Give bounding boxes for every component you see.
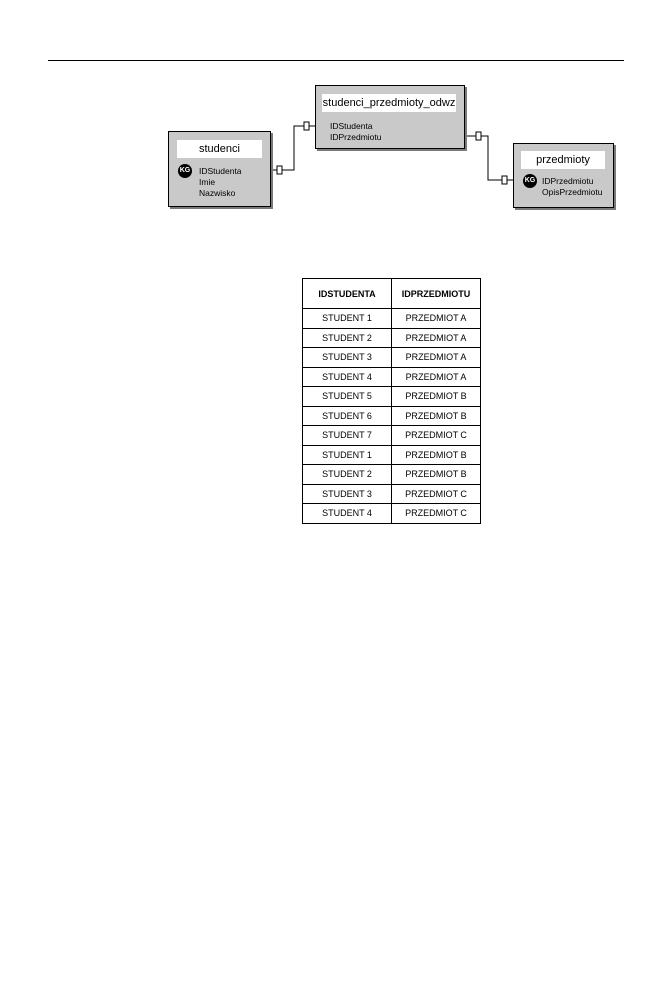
table-cell: PRZEDMIOT B [391,464,481,485]
table-row: STUDENT 2 PRZEDMIOT A [302,327,481,348]
table-cell: PRZEDMIOT C [391,483,481,504]
entity-title: przedmioty [521,151,605,169]
primary-key-icon: KG [523,174,537,188]
table-row: STUDENT 4 PRZEDMIOT C [302,503,481,524]
table-cell: STUDENT 7 [302,425,392,446]
table-row: STUDENT 3 PRZEDMIOT A [302,347,481,368]
enrollment-table: IDSTUDENTA IDPRZEDMIOTU STUDENT 1 PRZEDM… [302,278,481,524]
table-cell: PRZEDMIOT C [391,425,481,446]
table-cell: STUDENT 3 [302,483,392,504]
table-header-row: IDSTUDENTA IDPRZEDMIOTU [302,278,481,309]
table-cell: STUDENT 2 [302,327,392,348]
table-cell: PRZEDMIOT B [391,405,481,426]
connector-marker [475,131,482,141]
entity-title: studenci [177,140,262,158]
entity-studenci-przedmioty-odwz: studenci_przedmioty_odwz IDStudenta IDPr… [315,85,465,149]
connector-marker [276,165,283,175]
entity-title: studenci_przedmioty_odwz [322,94,456,112]
column-header: IDSTUDENTA [302,278,392,309]
table-cell: PRZEDMIOT B [391,386,481,407]
field-idstudenta: IDStudenta [330,121,373,131]
field-idprzedmiotu: IDPrzedmiotu [330,132,382,142]
table-row: STUDENT 4 PRZEDMIOT A [302,366,481,387]
connector-marker [501,175,508,185]
entity-studenci: studenci KG IDStudenta Imie Nazwisko [168,131,271,207]
table-cell: STUDENT 1 [302,308,392,329]
table-cell: STUDENT 3 [302,347,392,368]
entity-przedmioty: przedmioty KG IDPrzedmiotu OpisPrzedmiot… [513,143,614,208]
relationship-lines [265,121,517,185]
page-top-rule [48,60,624,61]
table-cell: STUDENT 2 [302,464,392,485]
table-cell: STUDENT 1 [302,444,392,465]
table-cell: STUDENT 6 [302,405,392,426]
field-imie: Imie [199,177,216,187]
table-cell: STUDENT 4 [302,366,392,387]
table-cell: PRZEDMIOT A [391,366,481,387]
table-cell: PRZEDMIOT C [391,503,481,524]
table-row: STUDENT 6 PRZEDMIOT B [302,405,481,426]
table-cell: STUDENT 4 [302,503,392,524]
table-cell: PRZEDMIOT A [391,308,481,329]
table-cell: STUDENT 5 [302,386,392,407]
table-row: STUDENT 1 PRZEDMIOT B [302,444,481,465]
table-cell: PRZEDMIOT A [391,327,481,348]
field-idstudenta: IDStudenta [199,166,242,176]
table-cell: PRZEDMIOT B [391,444,481,465]
connector-marker [303,121,310,131]
table-row: STUDENT 7 PRZEDMIOT C [302,425,481,446]
table-cell: PRZEDMIOT A [391,347,481,368]
table-row: STUDENT 3 PRZEDMIOT C [302,483,481,504]
table-row: STUDENT 2 PRZEDMIOT B [302,464,481,485]
field-idprzedmiotu: IDPrzedmiotu [542,176,594,186]
field-opisprzedmiotu: OpisPrzedmiotu [542,187,603,197]
table-row: STUDENT 5 PRZEDMIOT B [302,386,481,407]
table-row: STUDENT 1 PRZEDMIOT A [302,308,481,329]
column-header: IDPRZEDMIOTU [391,278,481,309]
primary-key-icon: KG [178,164,192,178]
field-nazwisko: Nazwisko [199,188,236,198]
